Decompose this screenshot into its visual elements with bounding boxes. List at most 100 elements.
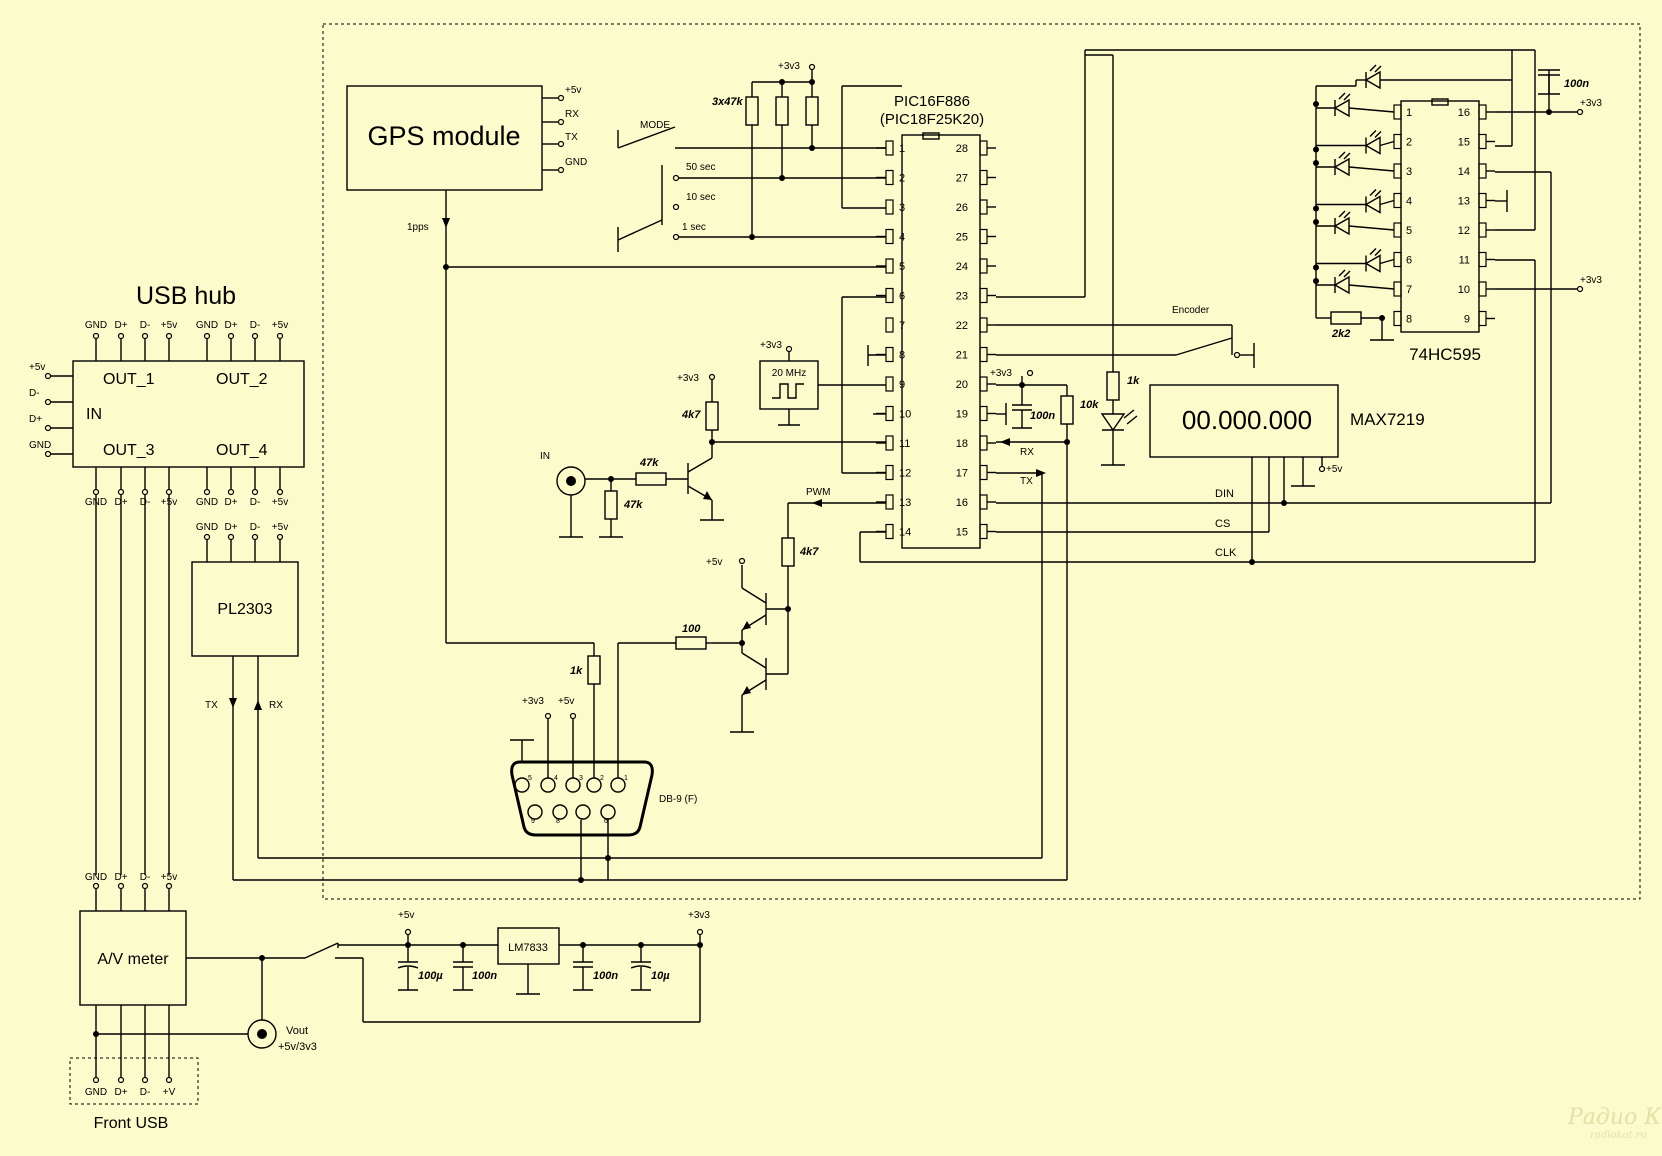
mcu-pin-left <box>885 228 894 245</box>
hub-port-pin-label: D- <box>140 320 151 331</box>
db9-pin-number: 8 <box>556 818 560 825</box>
db9-pin <box>552 804 568 820</box>
label-10k-pin20: 10k <box>1080 399 1099 411</box>
mode-switch: MODE 50 sec 10 sec 1 sec <box>617 120 886 252</box>
mcu-pin-right <box>979 346 988 363</box>
sr-pin-number: 16 <box>1458 107 1470 119</box>
gps-pin-gnd: GND <box>565 157 587 168</box>
pl-rx: RX <box>269 700 283 711</box>
gps-pin-tx: TX <box>565 132 578 143</box>
hub-in-pin-label: D+ <box>29 414 42 425</box>
mcu-pin-left <box>885 169 894 186</box>
power-supply: +5v 100µ 100n LM7833 100n 10µ <box>304 910 710 1023</box>
label-rx-mcu: RX <box>1020 447 1034 458</box>
usb-hub: USB hub OUT_1 OUT_2 OUT_3 OUT_4 IN +5vD-… <box>29 282 305 508</box>
label-cs: CS <box>1215 518 1230 530</box>
mcu-pic16f886: PIC16F886 (PIC18F25K20) 1234567891011121… <box>876 93 996 549</box>
db9-pin-number: 1 <box>624 775 628 782</box>
gps-pin-5v: +5v <box>565 85 581 96</box>
sr-pin-left <box>1393 133 1402 150</box>
front-pin-label: +V <box>163 1087 176 1098</box>
input-stage: IN 47k 47k +3v3 4k7 <box>540 373 886 538</box>
mcu-pin-right <box>979 317 988 333</box>
mcu-pin-number: 13 <box>899 497 911 509</box>
display-value: 00.000.000 <box>1182 405 1312 435</box>
mcu-pin-left <box>885 376 894 392</box>
db9-pin <box>600 804 616 820</box>
label-v33-psu: +3v3 <box>688 910 710 921</box>
mcu-pin-right <box>979 140 988 156</box>
max7219-display: 00.000.000 MAX7219 +5v <box>1149 384 1425 487</box>
sr-title: 74HC595 <box>1409 345 1481 364</box>
mcu-pin-number: 15 <box>956 527 968 539</box>
sr-pin-left <box>1393 163 1402 179</box>
label-clk: CLK <box>1215 547 1237 559</box>
mcu-pin-number: 20 <box>956 379 968 391</box>
mcu-pin-number: 5 <box>899 261 905 273</box>
mcu-pin-number: 18 <box>956 438 968 450</box>
label-v33-pin20: +3v3 <box>990 368 1012 379</box>
label-50sec: 50 sec <box>686 162 715 173</box>
led-icon <box>1333 157 1350 177</box>
label-100n-psu2: 100n <box>593 970 618 982</box>
sr-pin-number: 6 <box>1406 255 1412 267</box>
av-pin-label: D- <box>140 872 151 883</box>
label-2k2: 2k2 <box>1331 328 1350 340</box>
sr-pin-left <box>1393 281 1402 297</box>
label-1k-db9: 1k <box>570 665 583 677</box>
gps-module: GPS module +5v RX TX GND <box>346 85 587 191</box>
led-icon <box>1333 98 1350 118</box>
mcu-pin-right <box>979 523 988 540</box>
db9-pin-number: 5 <box>528 775 532 782</box>
label-47k-shunt: 47k <box>623 499 643 511</box>
db9-pin <box>540 777 556 793</box>
label-4k7-in: 4k7 <box>681 409 701 421</box>
mcu-pin-left <box>885 317 894 333</box>
display-supply: +5v <box>1326 464 1342 475</box>
mcu-pin-number: 17 <box>956 468 968 480</box>
av-pin-label: D+ <box>114 872 127 883</box>
mcu-pin-left <box>885 199 894 215</box>
db9-pin <box>586 777 602 793</box>
vout-value: +5v/3v3 <box>278 1041 317 1053</box>
db9-pin-number: 2 <box>600 775 604 782</box>
mcu-pin-number: 3 <box>899 202 905 214</box>
osc-title: 20 MHz <box>772 368 806 379</box>
sr-pin-right <box>1478 133 1487 150</box>
pullup-resistors: +3v3 3x47k <box>712 61 819 240</box>
mcu-pin-left <box>885 140 894 156</box>
mcu-pin-left <box>885 523 894 540</box>
usb-out2: OUT_2 <box>216 371 268 388</box>
front-pin-label: D- <box>140 1087 151 1098</box>
label-1k-led: 1k <box>1127 375 1140 387</box>
label-100-pwm: 100 <box>682 623 701 635</box>
hub-port-pin-label: GND <box>85 320 107 331</box>
label-v33-in: +3v3 <box>677 373 699 384</box>
led-array <box>1313 64 1512 295</box>
vout-label: Vout <box>286 1025 308 1037</box>
label-v5-psu: +5v <box>398 910 414 921</box>
sr-pin-number: 5 <box>1406 225 1412 237</box>
led-icon <box>1333 275 1350 295</box>
db9-pin-number: 9 <box>531 818 535 825</box>
pl-pin-label: GND <box>196 522 218 533</box>
sr-pin-number: 12 <box>1458 225 1470 237</box>
sr-pin-right <box>1478 310 1487 327</box>
mcu-pin-number: 19 <box>956 409 968 421</box>
db9-pin <box>565 777 581 793</box>
mcu-pin-right <box>979 435 988 451</box>
usb-out1: OUT_1 <box>103 371 155 388</box>
hub-port-pin-label: D+ <box>224 497 237 508</box>
mcu-subtitle: (PIC18F25K20) <box>880 111 984 128</box>
sr-pin-number: 8 <box>1406 314 1412 326</box>
hub-port-pin-label: +5v <box>272 320 288 331</box>
mcu-pin-number: 26 <box>956 202 968 214</box>
mcu-pin-number: 6 <box>899 291 905 303</box>
usb-out4: OUT_4 <box>216 442 268 459</box>
label-100n-pin20: 100n <box>1030 410 1055 422</box>
sr-pin-right <box>1478 104 1487 120</box>
